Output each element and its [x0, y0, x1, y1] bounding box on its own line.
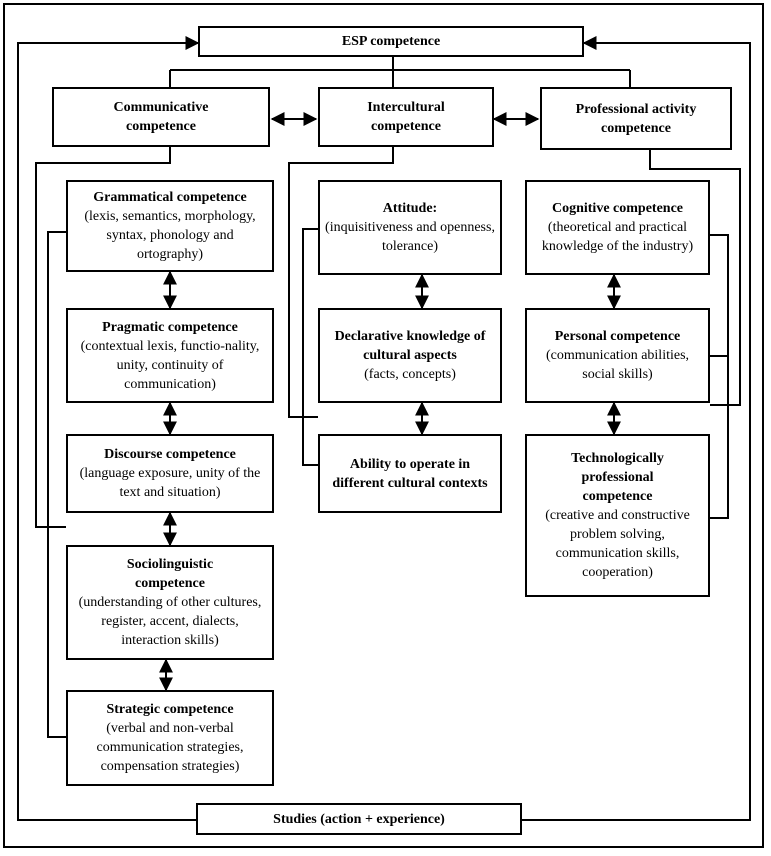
- cognitive-competence-desc: (theoretical and practical knowledge of …: [541, 220, 694, 254]
- esp-competence-label: ESP competence: [341, 34, 441, 49]
- communicative-competence-label: Communicative competence: [113, 100, 209, 134]
- ability-to-operate-box: Ability to operate in different cultural…: [318, 434, 502, 513]
- esp-competence-box: ESP competence: [198, 26, 584, 57]
- diagram-frame: [3, 3, 764, 848]
- personal-competence-box: Personal competence (communication abili…: [525, 308, 710, 403]
- cognitive-competence-title: Cognitive competence: [551, 201, 684, 216]
- declarative-knowledge-title: Declarative knowledge of cultural aspect…: [334, 329, 486, 363]
- professional-activity-competence-label: Professional activity competence: [575, 101, 697, 136]
- professional-activity-competence-box: Professional activity competence: [540, 87, 732, 150]
- declarative-knowledge-box: Declarative knowledge of cultural aspect…: [318, 308, 502, 403]
- sociolinguistic-competence-desc: (understanding of other cultures, regist…: [78, 595, 262, 648]
- studies-box: Studies (action + experience): [196, 803, 522, 835]
- attitude-title: Attitude:: [382, 201, 438, 216]
- attitude-desc: (inquisitiveness and openness, tolerance…: [325, 220, 495, 254]
- ability-to-operate-title: Ability to operate in different cultural…: [332, 456, 488, 491]
- cognitive-competence-box: Cognitive competence (theoretical and pr…: [525, 180, 710, 275]
- intercultural-competence-box: Intercultural competence: [318, 87, 494, 147]
- sociolinguistic-competence-box: Sociolinguistic competence (understandin…: [66, 545, 274, 660]
- communicative-competence-box: Communicative competence: [52, 87, 270, 147]
- technologically-professional-competence-desc: (creative and constructive problem solvi…: [545, 508, 690, 580]
- pragmatic-competence-box: Pragmatic competence (contextual lexis, …: [66, 308, 274, 403]
- technologically-professional-competence-box: Technologically professional competence …: [525, 434, 710, 597]
- personal-competence-title: Personal competence: [554, 329, 681, 344]
- discourse-competence-desc: (language exposure, unity of the text an…: [79, 466, 261, 500]
- intercultural-competence-label: Intercultural competence: [367, 100, 445, 134]
- pragmatic-competence-title: Pragmatic competence: [102, 319, 238, 335]
- technologically-professional-competence-title: Technologically professional competence: [571, 451, 664, 504]
- sociolinguistic-competence-title: Sociolinguistic competence: [126, 557, 214, 591]
- discourse-competence-title: Discourse competence: [104, 447, 236, 462]
- strategic-competence-desc: (verbal and non-verbal communication str…: [96, 721, 244, 774]
- grammatical-competence-desc: (lexis, semantics, morphology, syntax, p…: [84, 209, 256, 262]
- strategic-competence-box: Strategic competence (verbal and non-ver…: [66, 690, 274, 786]
- attitude-box: Attitude: (inquisitiveness and openness,…: [318, 180, 502, 275]
- personal-competence-desc: (communication abilities, social skills): [545, 348, 690, 382]
- declarative-knowledge-desc: (facts, concepts): [364, 367, 456, 382]
- studies-label: Studies (action + experience): [273, 811, 445, 827]
- strategic-competence-title: Strategic competence: [106, 702, 234, 717]
- grammatical-competence-title: Grammatical competence: [93, 190, 247, 205]
- grammatical-competence-box: Grammatical competence (lexis, semantics…: [66, 180, 274, 272]
- discourse-competence-box: Discourse competence (language exposure,…: [66, 434, 274, 513]
- pragmatic-competence-desc: (contextual lexis, functio-nality, unity…: [80, 338, 260, 392]
